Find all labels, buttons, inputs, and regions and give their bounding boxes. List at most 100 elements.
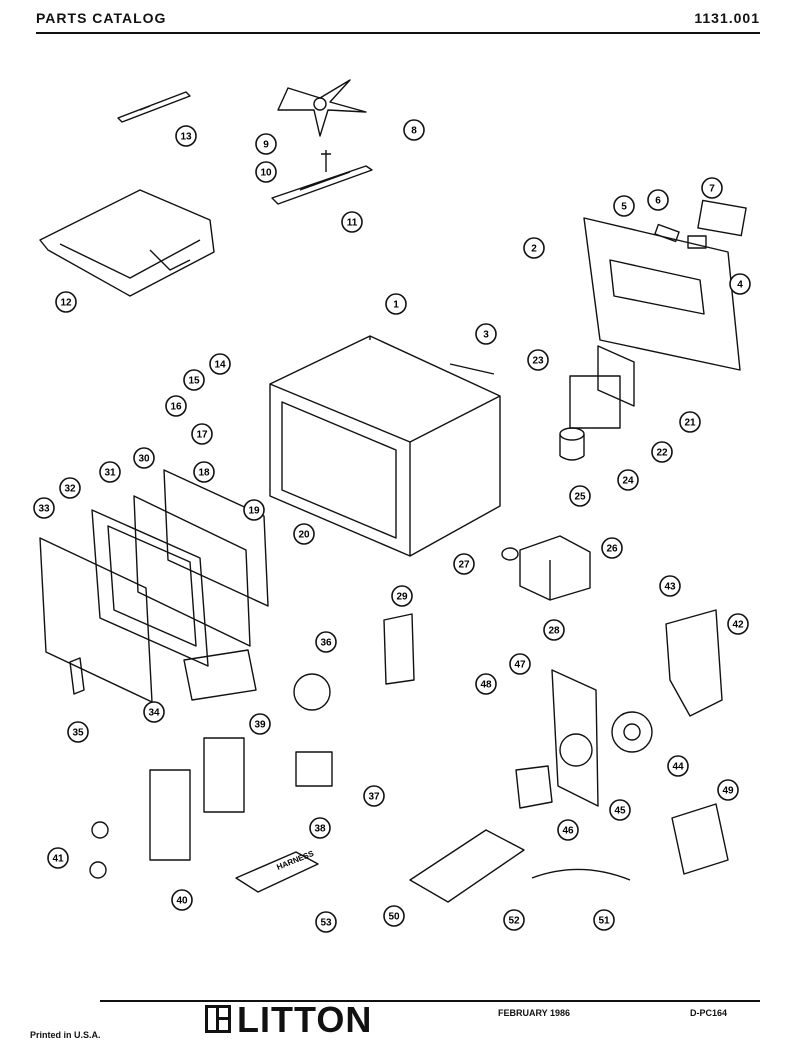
callout-bubble [171,889,193,911]
callout-13: 13 [175,125,197,147]
callout-label: 35 [72,728,84,739]
callout-bubble [191,423,213,445]
callout-label: 13 [180,132,192,143]
callout-4: 4 [729,273,751,295]
callout-bubble [729,273,751,295]
part-53-harness-box [235,851,319,893]
part-30-screen [163,469,269,607]
part-43-fan-duct [665,609,723,717]
callout-bubble [527,349,549,371]
callout-bubble [617,469,639,491]
callout-bubble [55,291,77,313]
callout-label: 16 [170,402,182,413]
callout-label: 47 [514,660,526,671]
callout-19: 19 [243,499,265,521]
callout-34: 34 [143,701,165,723]
part-45-motor-bracket [551,669,599,807]
callout-26: 26 [601,537,623,559]
callout-32: 32 [59,477,81,499]
callout-bubble [659,575,681,597]
callout-bubble [523,237,545,259]
callout-bubble [309,817,331,839]
callout-bubble [569,485,591,507]
callout-label: 18 [198,468,210,479]
callout-bubble [601,537,623,559]
part-22-relay [569,375,621,429]
callout-label: 37 [368,792,380,803]
litton-logo-mark [205,1005,231,1033]
callout-bubble [391,585,413,607]
callout-50: 50 [383,905,405,927]
callout-bubble [255,133,277,155]
callout-label: 15 [188,376,200,387]
part-40-control-panel [149,769,191,861]
callout-label: 1 [393,300,399,311]
part-2-back-panel [583,217,741,371]
callout-27: 27 [453,553,475,575]
callout-25: 25 [569,485,591,507]
part-36-motor [293,673,331,711]
callout-bubble [503,909,525,931]
callout-bubble [613,195,635,217]
part-34-latch [183,649,257,701]
callout-label: 6 [655,196,661,207]
callout-label: 38 [314,824,326,835]
callout-24: 24 [617,469,639,491]
callout-bubble [99,461,121,483]
callout-bubble [59,477,81,499]
callout-label: 40 [176,896,188,907]
callout-label: 53 [320,918,332,929]
callout-35: 35 [67,721,89,743]
callout-22: 22 [651,441,673,463]
callout-bubble [133,447,155,469]
part-39-board [203,737,245,813]
callout-bubble [243,499,265,521]
callout-label: 21 [684,418,696,429]
callout-bubble [165,395,187,417]
part-49-transformer [671,803,729,875]
callout-21: 21 [679,411,701,433]
callout-53: 53 [315,911,337,933]
callout-label: 52 [508,916,520,927]
callout-15: 15 [183,369,205,391]
callout-bubble [315,911,337,933]
part-37-switch [295,751,333,787]
part-5-fuse [654,223,680,243]
callout-bubble [717,779,739,801]
callout-bubble [609,799,631,821]
part-7-plate [697,199,747,237]
part-9-screw [321,150,331,172]
callout-bubble [33,497,55,519]
part-51-harness [531,868,631,881]
part-13-bracket [117,91,191,123]
part-46-motor [515,765,553,809]
callout-49: 49 [717,779,739,801]
callout-bubble [143,701,165,723]
callout-bubble [315,631,337,653]
callout-label: 32 [64,484,76,495]
document-code: D-PC164 [690,1008,728,1018]
callout-28: 28 [543,619,565,641]
callout-bubble [475,673,497,695]
part-44-fan [611,711,653,753]
callout-33: 33 [33,497,55,519]
callout-bubble [67,721,89,743]
callout-label: 14 [214,360,226,371]
callout-39: 39 [249,713,271,735]
callout-bubble [727,613,749,635]
callout-10: 10 [255,161,277,183]
callout-23: 23 [527,349,549,371]
callout-48: 48 [475,673,497,695]
part-35-handle [69,657,85,695]
callout-label: 7 [709,184,715,195]
callout-bubble [175,125,197,147]
callout-11: 11 [341,211,363,233]
callout-bubble [403,119,425,141]
callout-41: 41 [47,847,69,869]
callout-bubble [453,553,475,575]
callout-label: 29 [396,592,408,603]
callout-5: 5 [613,195,635,217]
page-header: PARTS CATALOG 1131.001 [36,6,760,34]
litton-logo-text: LITTON [237,999,373,1040]
part-3-wire [449,363,495,375]
